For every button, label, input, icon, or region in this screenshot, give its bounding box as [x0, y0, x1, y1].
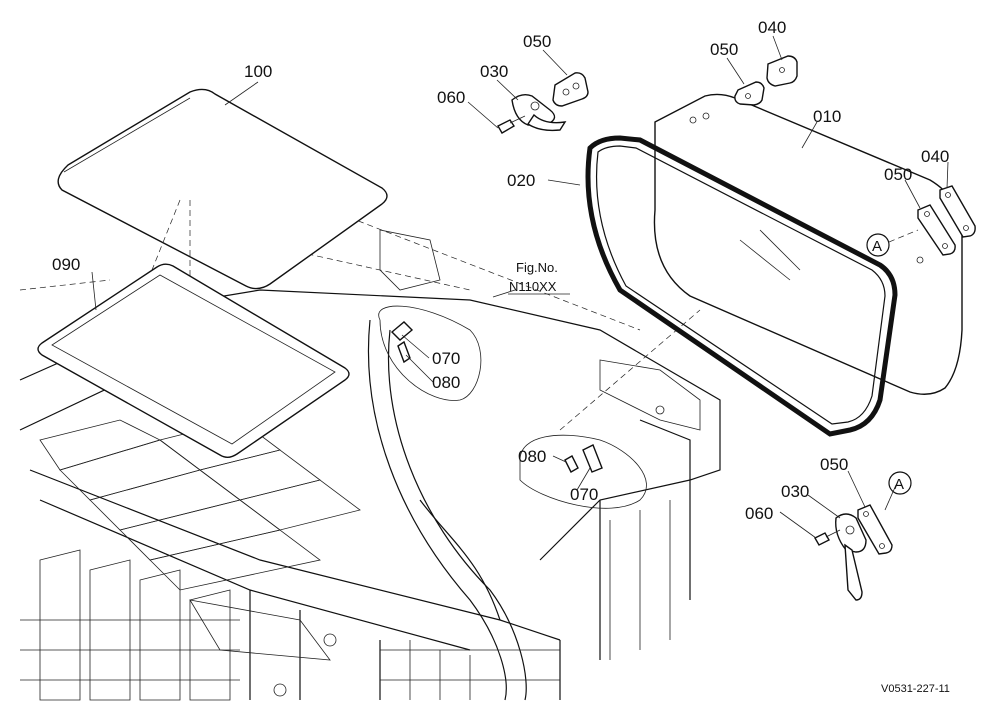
bolt-080-left: [397, 340, 411, 364]
pin-070-left: [390, 321, 414, 341]
window-glass-010: [653, 93, 963, 395]
callout-090: 090: [52, 255, 80, 274]
reference-marker-a-lower: A: [888, 471, 912, 495]
window-seal-020: [585, 135, 898, 437]
hinge-040-topright: [766, 55, 798, 87]
callout-020: 020: [507, 171, 535, 190]
callout-040-side: 040: [921, 147, 949, 166]
hinge-050-bottom: [857, 504, 893, 555]
callout-070-left: 070: [432, 349, 460, 368]
callout-050-side: 050: [884, 165, 912, 184]
marker-a-lower-text: A: [894, 476, 904, 493]
roof-panel-100: [57, 88, 388, 350]
screw-060-bottom: [814, 529, 841, 546]
callout-050-topright: 050: [710, 40, 738, 59]
callout-labels: 100 090 050 040 050 030 060 010 020 050 …: [52, 18, 949, 523]
roof-seal-090: [37, 263, 350, 458]
hinge-050-top: [552, 72, 589, 107]
callout-080-right: 080: [518, 447, 546, 466]
callout-040-top: 040: [758, 18, 786, 37]
callout-030-bottom: 030: [781, 482, 809, 501]
cab-grille: [20, 419, 671, 701]
latch-030-bottom: [835, 513, 867, 601]
hinge-050-topright: [734, 81, 765, 106]
callout-010: 010: [813, 107, 841, 126]
hinge-040-side: [939, 185, 976, 238]
callout-100: 100: [244, 62, 272, 81]
callout-070-right: 070: [570, 485, 598, 504]
reference-marker-a-upper: A: [866, 229, 919, 257]
figref-line2: N110XX: [509, 279, 557, 294]
callout-060-top: 060: [437, 88, 465, 107]
leader-lines: [91, 35, 949, 539]
pin-070-right: [582, 444, 603, 473]
figure-reference: Fig.No. N110XX: [508, 260, 570, 295]
marker-a-upper-text: A: [872, 238, 882, 255]
hinge-050-side: [917, 204, 956, 256]
callout-050-top: 050: [523, 32, 551, 51]
drawing-code: V0531-227-11: [881, 683, 950, 695]
callout-060-bottom: 060: [745, 504, 773, 523]
screw-060-top: [497, 115, 526, 134]
callout-030-top: 030: [480, 62, 508, 81]
figref-line1: Fig.No.: [516, 260, 558, 275]
callout-080-left: 080: [432, 373, 460, 392]
callout-050-bottom: 050: [820, 455, 848, 474]
bolt-080-right: [564, 455, 579, 473]
